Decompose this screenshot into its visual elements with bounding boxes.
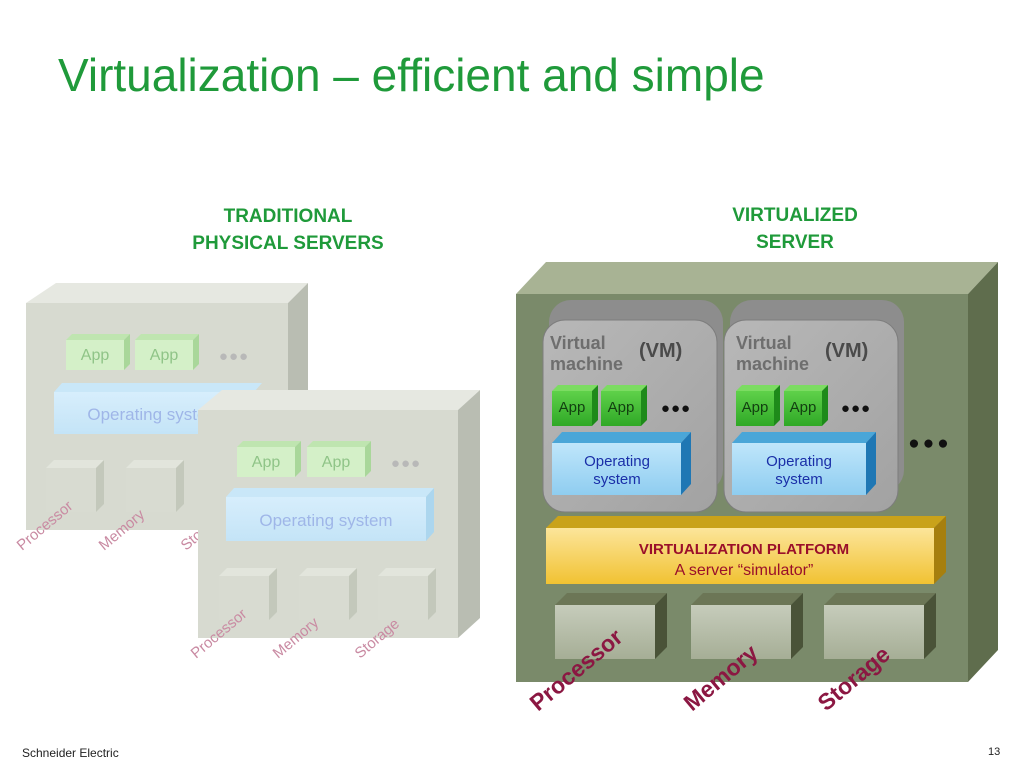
resource-boxes-back — [46, 460, 184, 512]
vm-suffix: (VM) — [639, 340, 682, 362]
virtual-machine-2: Virtual machine (VM) App App ●●● Operati — [723, 300, 904, 513]
ellipsis-icon: ●●● — [661, 400, 691, 417]
resource-boxes-front — [219, 568, 436, 620]
vm-suffix: (VM) — [825, 340, 868, 362]
os-box-front: Operating system — [226, 488, 434, 541]
slide-title: Virtualization – efficient and simple — [58, 49, 765, 101]
virtual-machine-1: Virtual machine (VM) App App ●●● Operati — [542, 300, 723, 513]
vm2-app-1: App — [736, 385, 780, 426]
platform-subtitle: A server “simulator” — [675, 562, 814, 579]
os-line2: system — [775, 471, 823, 488]
platform-title: VIRTUALIZATION PLATFORM — [639, 541, 849, 558]
os-line1: Operating — [584, 453, 650, 470]
os-label: Operating system — [87, 405, 220, 424]
traditional-server-front: App App ●●● Operating system Processor — [188, 390, 480, 662]
ellipsis-icon: ●●● — [908, 433, 951, 454]
virtualized-server: Virtual machine (VM) App App ●●● Operati — [516, 262, 998, 716]
traditional-heading: TRADITIONAL PHYSICAL SERVERS — [192, 206, 384, 254]
vm-title-line1: Virtual — [550, 333, 606, 353]
app-label: App — [322, 454, 351, 471]
os-label: Operating system — [259, 511, 392, 530]
app-label: App — [252, 454, 281, 471]
app-box-front-2: App — [307, 441, 371, 477]
vm2-app-2: App — [784, 385, 828, 426]
app-label: App — [559, 399, 586, 416]
ellipsis-icon: ●●● — [841, 400, 871, 417]
app-label: App — [790, 399, 817, 416]
virtualized-resource-boxes — [555, 593, 936, 659]
vm1-app-2: App — [601, 385, 647, 426]
vm-title-line2: machine — [550, 354, 623, 374]
app-box-back-2: App — [135, 334, 199, 370]
os-line2: system — [593, 471, 641, 488]
app-label: App — [81, 347, 110, 364]
app-label: App — [608, 399, 635, 416]
page-number: 13 — [988, 746, 1001, 758]
vm1-app-1: App — [552, 385, 598, 426]
virtualized-heading: VIRTUALIZED SERVER — [732, 205, 858, 253]
footer-company: Schneider Electric — [22, 746, 119, 760]
app-label: App — [742, 399, 769, 416]
vm-title-line1: Virtual — [736, 333, 792, 353]
ellipsis-icon: ●●● — [219, 348, 249, 365]
virtualization-platform: VIRTUALIZATION PLATFORM A server “simula… — [546, 516, 946, 584]
app-box-front-1: App — [237, 441, 301, 477]
vm2-os-box: Operating system — [732, 432, 876, 495]
vm-title-line2: machine — [736, 354, 809, 374]
vm1-os-box: Operating system — [552, 432, 691, 495]
ellipsis-icon: ●●● — [391, 455, 421, 472]
os-line1: Operating — [766, 453, 832, 470]
app-label: App — [150, 347, 179, 364]
app-box-back-1: App — [66, 334, 130, 370]
